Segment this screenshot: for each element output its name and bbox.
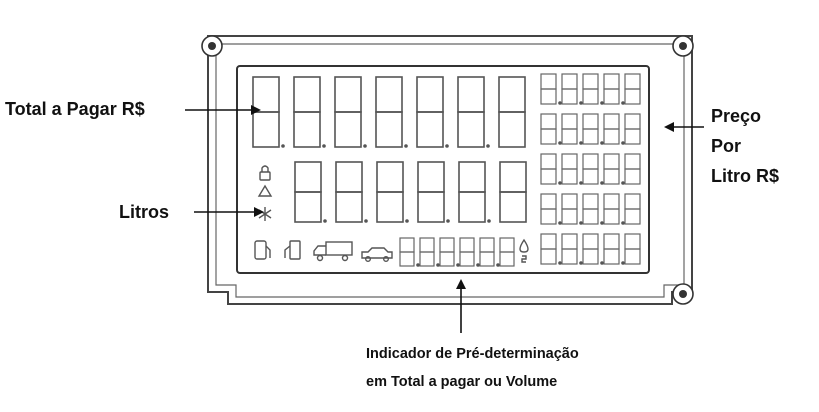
liters-arrow [194,207,264,217]
price-arrow [664,122,704,132]
segment-digit [582,153,604,185]
segment-digit [416,76,449,148]
segment-digit [624,113,641,145]
segment-digit [334,76,367,148]
preset-indicator-label-line1: Indicador de Pré-determinação [366,346,579,362]
screw-icon [201,35,223,57]
price-label-line3: Litro R$ [711,166,779,186]
drop-icon [519,238,529,253]
segment-digit [375,76,408,148]
segment-digit [459,237,480,267]
fuel-pump-icon [254,240,271,260]
segment-digit [561,73,583,105]
total-label: Total a Pagar R$ [5,99,145,119]
segment-digit [252,76,285,148]
segment-digit [582,233,604,265]
segment-digit [603,73,625,105]
total-arrow [185,105,261,115]
price-label-line2: Por [711,136,741,156]
segment-digit [458,161,491,223]
preset-arrow [456,279,466,333]
segment-digit [603,113,625,145]
segment-digit [399,237,420,267]
preset-indicator-label-line2: em Total a pagar ou Volume [366,374,557,390]
segment-digit [540,233,562,265]
segment-digit [376,161,409,223]
segment-digit [540,113,562,145]
segment-digit [439,237,460,267]
segment-digit [294,161,327,223]
preset-digits [399,237,515,267]
segment-digit [603,193,625,225]
segment-digit [561,153,583,185]
total-digits [252,76,526,148]
segment-digit [561,233,583,265]
segment-digit [582,73,604,105]
segment-digit [624,73,641,105]
segment-digit [582,193,604,225]
segment-digit [582,113,604,145]
segment-digit [419,237,440,267]
triangle-warning-icon [257,184,273,197]
price-digits [540,73,641,265]
segment-digit [624,233,641,265]
segment-digit [603,233,625,265]
fuel-nozzle-icon [284,240,301,260]
segment-digit [561,193,583,225]
segment-digit [624,193,641,225]
segment-digit [293,76,326,148]
segment-digit [540,73,562,105]
lock-icon [259,165,271,181]
segment-digit [561,113,583,145]
screw-icon [672,283,694,305]
segment-digit [498,76,526,148]
screw-icon [672,35,694,57]
segment-digit [499,237,515,267]
segment-digit [479,237,500,267]
price-label-line1: Preço [711,106,761,126]
segment-digit [540,193,562,225]
segment-digit [457,76,490,148]
liters-digits [294,161,527,223]
segment-digit [624,153,641,185]
segment-digit [540,153,562,185]
segment-digit [335,161,368,223]
truck-icon [313,241,353,262]
currency-icon [521,255,527,263]
liters-label: Litros [119,202,169,222]
car-icon [361,247,393,263]
segment-digit [603,153,625,185]
segment-digit [417,161,450,223]
segment-digit [499,161,527,223]
